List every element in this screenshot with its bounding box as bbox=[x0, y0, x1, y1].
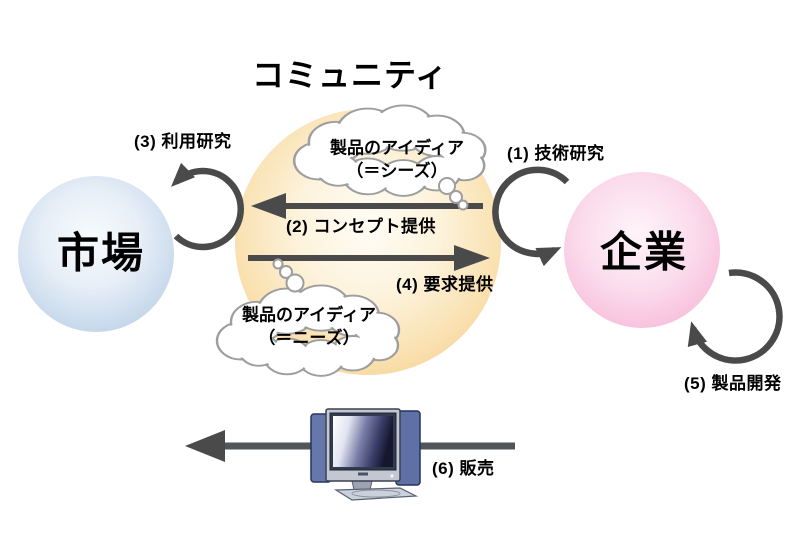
flow-label-request: (4) 要求提供 bbox=[396, 275, 494, 294]
arrow-concept-left bbox=[251, 193, 483, 219]
thought-trail-needs bbox=[272, 258, 305, 293]
flow-label-usage-research: (3) 利用研究 bbox=[134, 132, 232, 151]
tv-icon bbox=[310, 408, 421, 501]
cloud-needs-line1: 製品のアイディア bbox=[242, 305, 376, 325]
thought-trail-seeds bbox=[438, 177, 469, 211]
enterprise-circle bbox=[564, 172, 720, 328]
enterprise-label: 企業 bbox=[599, 228, 689, 276]
cloud-needs bbox=[215, 284, 401, 377]
arrow-request-right bbox=[248, 245, 490, 271]
flow-label-product-dev: (5) 製品開発 bbox=[684, 374, 782, 393]
cloud-needs-line2: （＝ニーズ） bbox=[258, 328, 360, 348]
page-title: コミュニティ bbox=[251, 57, 449, 93]
flow-label-sales: (6) 販売 bbox=[432, 459, 495, 478]
flow-label-tech-research: (1) 技術研究 bbox=[507, 144, 605, 163]
market-circle bbox=[18, 176, 174, 332]
loop-usage-research-arrow bbox=[171, 162, 244, 251]
cloud-seeds bbox=[292, 104, 487, 197]
loop-product-dev-arrow bbox=[687, 269, 783, 364]
loop-tech-research-arrow bbox=[492, 166, 570, 267]
market-label: 市場 bbox=[56, 229, 146, 277]
cloud-seeds-line1: 製品のアイディア bbox=[330, 138, 464, 158]
cloud-seeds-line2: （＝シーズ） bbox=[346, 161, 448, 181]
flow-label-concept: (2) コンセプト提供 bbox=[286, 217, 436, 236]
